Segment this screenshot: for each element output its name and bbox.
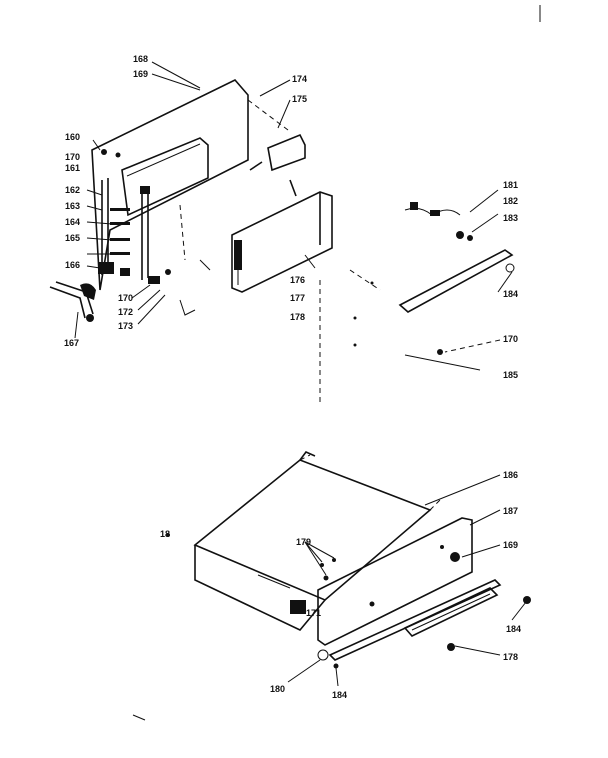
leader-lines [74,61,527,687]
label-184-lower: 184 [506,624,521,634]
label-178-upper: 178 [290,312,305,322]
bottom-trim [328,579,502,661]
door-outer-panel [91,79,249,291]
vent-block [267,133,306,172]
label-166: 166 [65,260,80,270]
foot-180 [317,649,329,661]
label-170-mid: 170 [118,293,133,303]
upper-left-door-assembly [49,79,306,322]
label-185: 185 [503,370,518,380]
label-168: 168 [133,54,148,64]
label-181: 181 [503,180,518,190]
washer-184 [505,263,515,273]
hinge-bracket [98,262,114,274]
label-170-right: 170 [503,334,518,344]
label-172: 172 [118,307,133,317]
label-184-bottom: 184 [332,690,347,700]
label-187: 187 [503,506,518,516]
label-177: 177 [290,293,305,303]
label-182: 182 [503,196,518,206]
label-184-upper: 184 [503,289,518,299]
cabinet-top-face [193,459,432,601]
label-165: 165 [65,233,80,243]
label-161: 161 [65,163,80,173]
label-180: 180 [270,684,285,694]
element-rod [398,249,514,313]
label-18: 18 [160,529,170,539]
label-176: 176 [290,275,305,285]
door-handle-lever [49,286,86,319]
front-panel [317,517,473,646]
label-174: 174 [292,74,307,84]
callout-labels: 168 169 174 175 160 170 161 162 163 164 … [64,54,521,700]
label-171: 171 [306,608,321,618]
label-170-upper: 170 [65,152,80,162]
label-169-lower: 169 [503,540,518,550]
kick-plate [403,587,499,637]
label-169: 169 [133,69,148,79]
heat-shield-panel [231,191,333,293]
label-179: 179 [296,537,311,547]
label-178-lower: 178 [503,652,518,662]
label-167: 167 [64,338,79,348]
label-163: 163 [65,201,80,211]
screw-170 [437,349,443,355]
label-164: 164 [65,217,80,227]
label-186: 186 [503,470,518,480]
rod-cap [140,186,150,194]
door-window-frame [121,137,209,217]
cabinet-left-face [194,545,326,631]
corner-mark [132,714,146,721]
screw-184 [523,596,531,604]
label-173: 173 [118,321,133,331]
lower-cabinet-assembly [166,451,531,669]
label-162: 162 [65,185,80,195]
label-160: 160 [65,132,80,142]
label-175: 175 [292,94,307,104]
knob-169 [450,552,460,562]
label-183: 183 [503,213,518,223]
upper-right-element-assembly [319,202,515,405]
